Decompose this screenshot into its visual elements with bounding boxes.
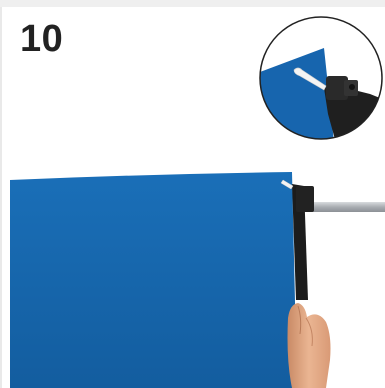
frame-pole	[305, 202, 385, 212]
frame-connector	[296, 186, 314, 212]
hand	[288, 303, 331, 388]
blue-banner	[10, 172, 297, 388]
detail-inset	[258, 14, 385, 143]
